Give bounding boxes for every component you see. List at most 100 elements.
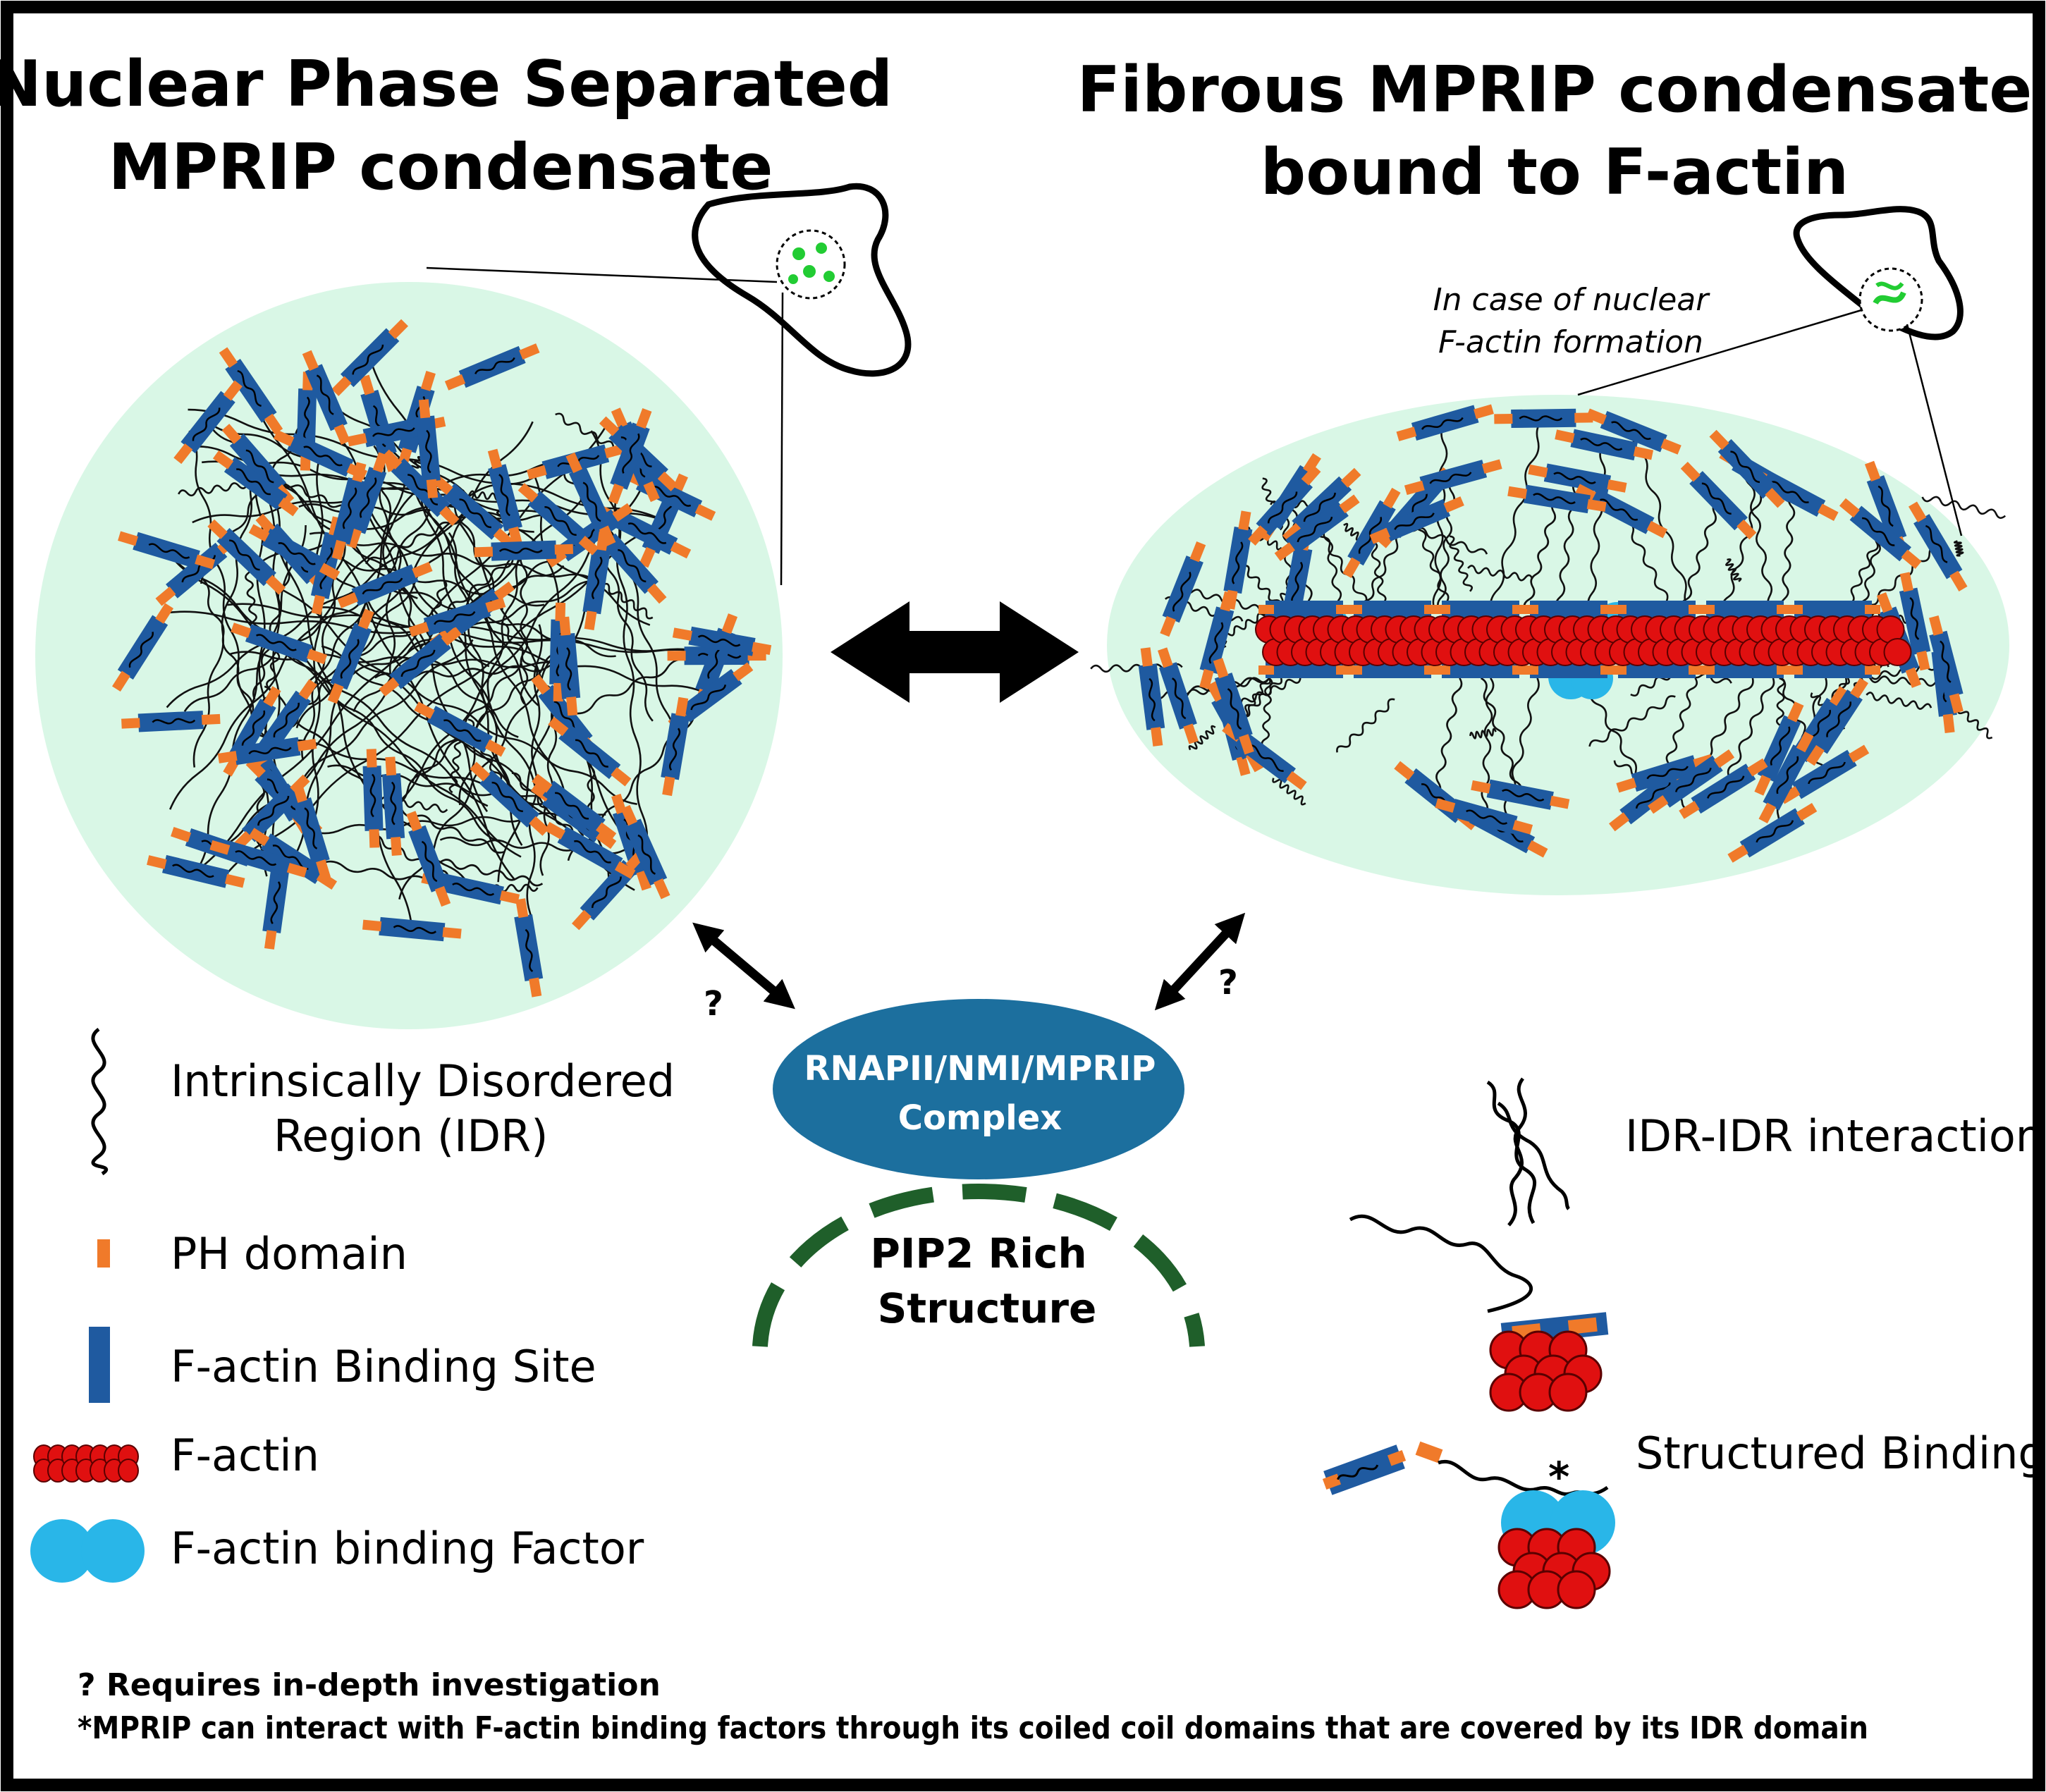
ph-domain xyxy=(1322,1473,1342,1490)
coiled-coil xyxy=(152,718,196,725)
ph-domain xyxy=(171,827,192,842)
ph-domain xyxy=(599,416,620,436)
ph-domain xyxy=(733,662,754,682)
ph-domain xyxy=(515,898,529,919)
ph-domain xyxy=(1899,572,1913,592)
idr-strand xyxy=(1349,1214,1533,1313)
ph-domain xyxy=(1905,667,1922,688)
coiled-coil xyxy=(544,506,577,536)
coiled-coil xyxy=(452,883,495,896)
idr-strand xyxy=(1679,499,1720,613)
ph-domain xyxy=(1507,486,1528,499)
mprip-molecule xyxy=(121,711,221,732)
ph-domain xyxy=(1213,658,1229,679)
ph-domain xyxy=(362,919,382,932)
ph-domain xyxy=(566,696,578,716)
ph-domain xyxy=(212,450,234,470)
ph-domain xyxy=(331,539,346,560)
left-cell-outline xyxy=(692,183,912,377)
coiled-coil xyxy=(1502,789,1545,802)
ph-domain xyxy=(1369,527,1390,544)
coiled-coil xyxy=(407,474,439,505)
ph-domain xyxy=(111,670,130,692)
coiled-coil xyxy=(1771,481,1809,503)
binding-site xyxy=(1691,763,1756,814)
ph-domain xyxy=(248,828,270,847)
mprip-molecule xyxy=(1282,467,1361,543)
mprip-molecule xyxy=(556,616,581,716)
ph-domain xyxy=(1282,522,1303,543)
ph-domain xyxy=(231,622,252,638)
mprip-molecule xyxy=(1758,731,1814,824)
ph-domain xyxy=(327,683,344,704)
coiled-coil xyxy=(393,925,437,934)
binding-site xyxy=(287,433,354,477)
ph-domain xyxy=(1699,665,1715,675)
ph-domain xyxy=(1512,820,1533,835)
coiled-coil xyxy=(369,773,376,818)
coiled-coil xyxy=(359,477,377,518)
ph-domain xyxy=(1339,494,1360,514)
mprip-molecule xyxy=(1369,496,1464,544)
binding-site xyxy=(661,713,690,780)
binding-site xyxy=(305,364,348,431)
coiled-coil xyxy=(697,634,741,647)
coiled-coil xyxy=(1533,493,1576,505)
rnapii-nmi-mprip-complex xyxy=(773,999,1184,1179)
ph-domain xyxy=(1220,591,1235,612)
coiled-coil xyxy=(1291,561,1303,605)
coiled-coil xyxy=(498,474,511,517)
ph-domain xyxy=(1848,744,1870,763)
coiled-coil xyxy=(400,649,436,677)
idr-strand xyxy=(419,487,584,837)
mprip-molecule xyxy=(571,850,646,931)
ph-domain xyxy=(1347,665,1362,675)
ph-domain xyxy=(273,429,295,447)
ph-domain xyxy=(667,651,686,661)
coiled-coil xyxy=(669,728,681,771)
idr-strand xyxy=(1588,695,1676,747)
f-actin-legend-label: F-actin xyxy=(171,1430,319,1481)
binding-site xyxy=(1929,630,1964,699)
coiled-coil xyxy=(1171,677,1187,720)
ph-domain xyxy=(195,554,216,570)
ph-domain xyxy=(1189,541,1206,563)
binding-site xyxy=(245,624,313,663)
coiled-coil xyxy=(618,548,647,583)
coiled-coil xyxy=(1909,597,1920,640)
binding-site xyxy=(1791,749,1857,799)
ph-domain xyxy=(1435,605,1450,614)
ph-domain xyxy=(1140,647,1153,667)
ph-domain xyxy=(316,859,331,880)
mprip-molecule xyxy=(1908,501,1968,592)
ph-domain xyxy=(331,376,352,396)
coiled-coil xyxy=(1297,516,1333,543)
mprip-molecule xyxy=(1494,408,1593,429)
f-actin-cluster xyxy=(1497,1528,1611,1609)
coiled-coil xyxy=(1756,820,1794,843)
ph-domain xyxy=(1206,681,1225,702)
mprip-molecule xyxy=(1806,677,1869,766)
idr-strand xyxy=(1316,527,1373,613)
mprip-molecule xyxy=(1342,487,1401,579)
ph-domain xyxy=(1387,1449,1407,1466)
ph-domain xyxy=(1158,647,1173,668)
idr-strand xyxy=(1501,677,1540,831)
idr-strand xyxy=(614,507,649,852)
ph-domain xyxy=(559,616,571,636)
ph-domain xyxy=(529,816,549,836)
ph-domain xyxy=(1901,549,1922,569)
mprip-molecule xyxy=(582,531,611,631)
binding-site xyxy=(330,622,372,690)
ph-domain xyxy=(662,776,675,797)
coiled-coil xyxy=(1611,421,1651,440)
binding-site xyxy=(1214,673,1253,740)
binding-site xyxy=(568,466,613,533)
ph-domain xyxy=(1754,775,1771,796)
binding-site xyxy=(1442,601,1519,618)
coiled-coil xyxy=(637,834,656,875)
ph-domain xyxy=(385,756,397,776)
mprip-molecule xyxy=(1158,647,1199,744)
coiled-coil xyxy=(362,577,403,595)
coiled-coil xyxy=(248,747,292,755)
